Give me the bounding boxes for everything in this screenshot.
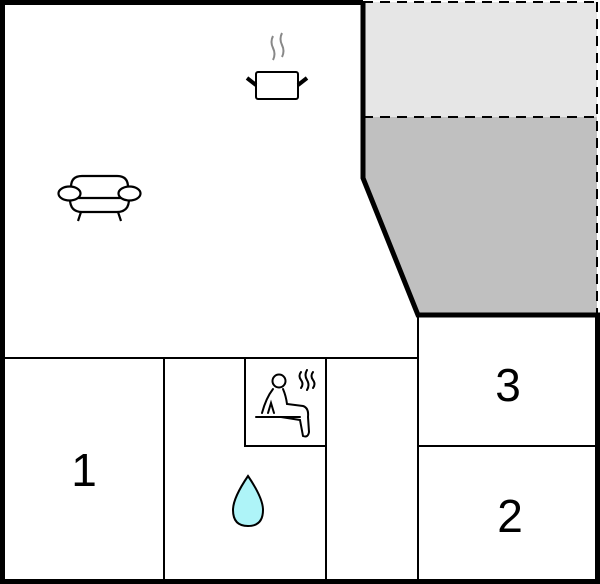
sauna-icon [255,369,316,438]
water-drop-icon [231,474,265,528]
room-label-2: 2 [497,490,523,542]
cooking-pot-icon [245,32,309,100]
terrace-dashed-border [363,1,598,315]
room-label-3: 3 [495,359,521,411]
sofa-icon [57,174,142,222]
terrace-open-area [363,2,597,117]
terrace-covered-area [363,117,597,315]
interior-walls [2,315,597,582]
room-label-1: 1 [71,444,97,496]
